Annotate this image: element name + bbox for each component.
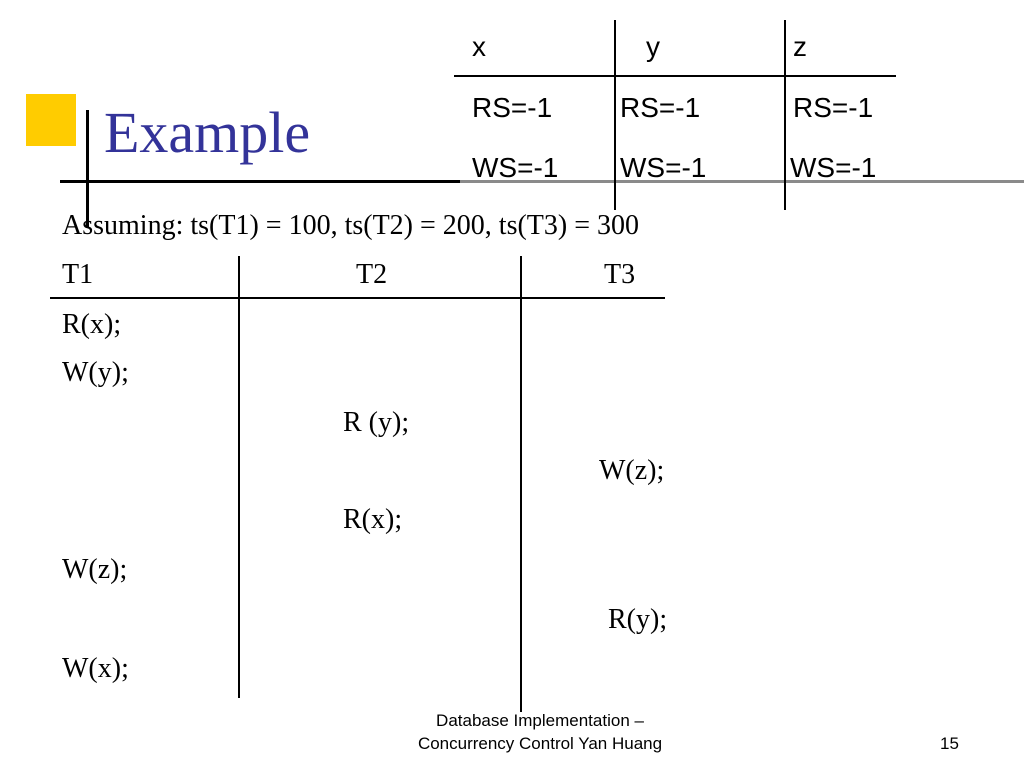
- footer-line-1: Database Implementation –: [436, 711, 644, 730]
- schedule-op-8-t1: W(x);: [62, 653, 129, 684]
- schedule-op-2-t1: W(y);: [62, 357, 129, 388]
- ws-y: WS=-1: [620, 152, 707, 183]
- schedule-op-6-t1: W(z);: [62, 554, 128, 585]
- rs-ws-header-rule: [454, 75, 896, 77]
- schedule-op-5-t2: R(x);: [343, 504, 403, 535]
- schedule-op-3-t2: R (y);: [343, 407, 410, 438]
- vertical-rule-decoration: [86, 110, 89, 228]
- schedule-header-t1: T1: [62, 259, 94, 290]
- rs-x: RS=-1: [472, 92, 553, 123]
- page-number: 15: [940, 734, 959, 753]
- rs-ws-column-divider-1: [614, 20, 616, 210]
- schedule-op-1-t1: R(x);: [62, 309, 122, 340]
- timestamp-assumption: Assuming: ts(T1) = 100, ts(T2) = 200, ts…: [62, 210, 640, 241]
- rs-ws-column-divider-2: [784, 20, 786, 210]
- title-underline-grey: [460, 180, 1024, 183]
- rs-ws-header-z: z: [793, 31, 807, 62]
- rs-ws-table: x y z RS=-1 RS=-1 RS=-1 WS=-1 WS=-1 WS=-…: [450, 20, 900, 210]
- schedule-header-t3: T3: [604, 259, 636, 290]
- schedule-header-t2: T2: [356, 259, 388, 290]
- slide-footer: Database Implementation – Concurrency Co…: [360, 709, 720, 755]
- rs-z: RS=-1: [793, 92, 874, 123]
- rs-y: RS=-1: [620, 92, 701, 123]
- footer-line-2: Concurrency Control Yan Huang: [417, 734, 663, 753]
- yellow-square-decoration: [26, 94, 76, 146]
- schedule-op-7-t3: R(y);: [608, 604, 668, 635]
- ws-z: WS=-1: [790, 152, 877, 183]
- rs-ws-header-y: y: [646, 31, 660, 62]
- rs-ws-header-x: x: [472, 31, 486, 62]
- schedule-column-divider-1: [238, 256, 240, 698]
- slide-title: Example: [104, 100, 311, 165]
- schedule-column-divider-2: [520, 256, 522, 712]
- title-underline-dark: [60, 180, 460, 183]
- schedule-op-4-t3: W(z);: [599, 455, 665, 486]
- schedule-header-rule: [50, 297, 665, 299]
- ws-x: WS=-1: [472, 152, 559, 183]
